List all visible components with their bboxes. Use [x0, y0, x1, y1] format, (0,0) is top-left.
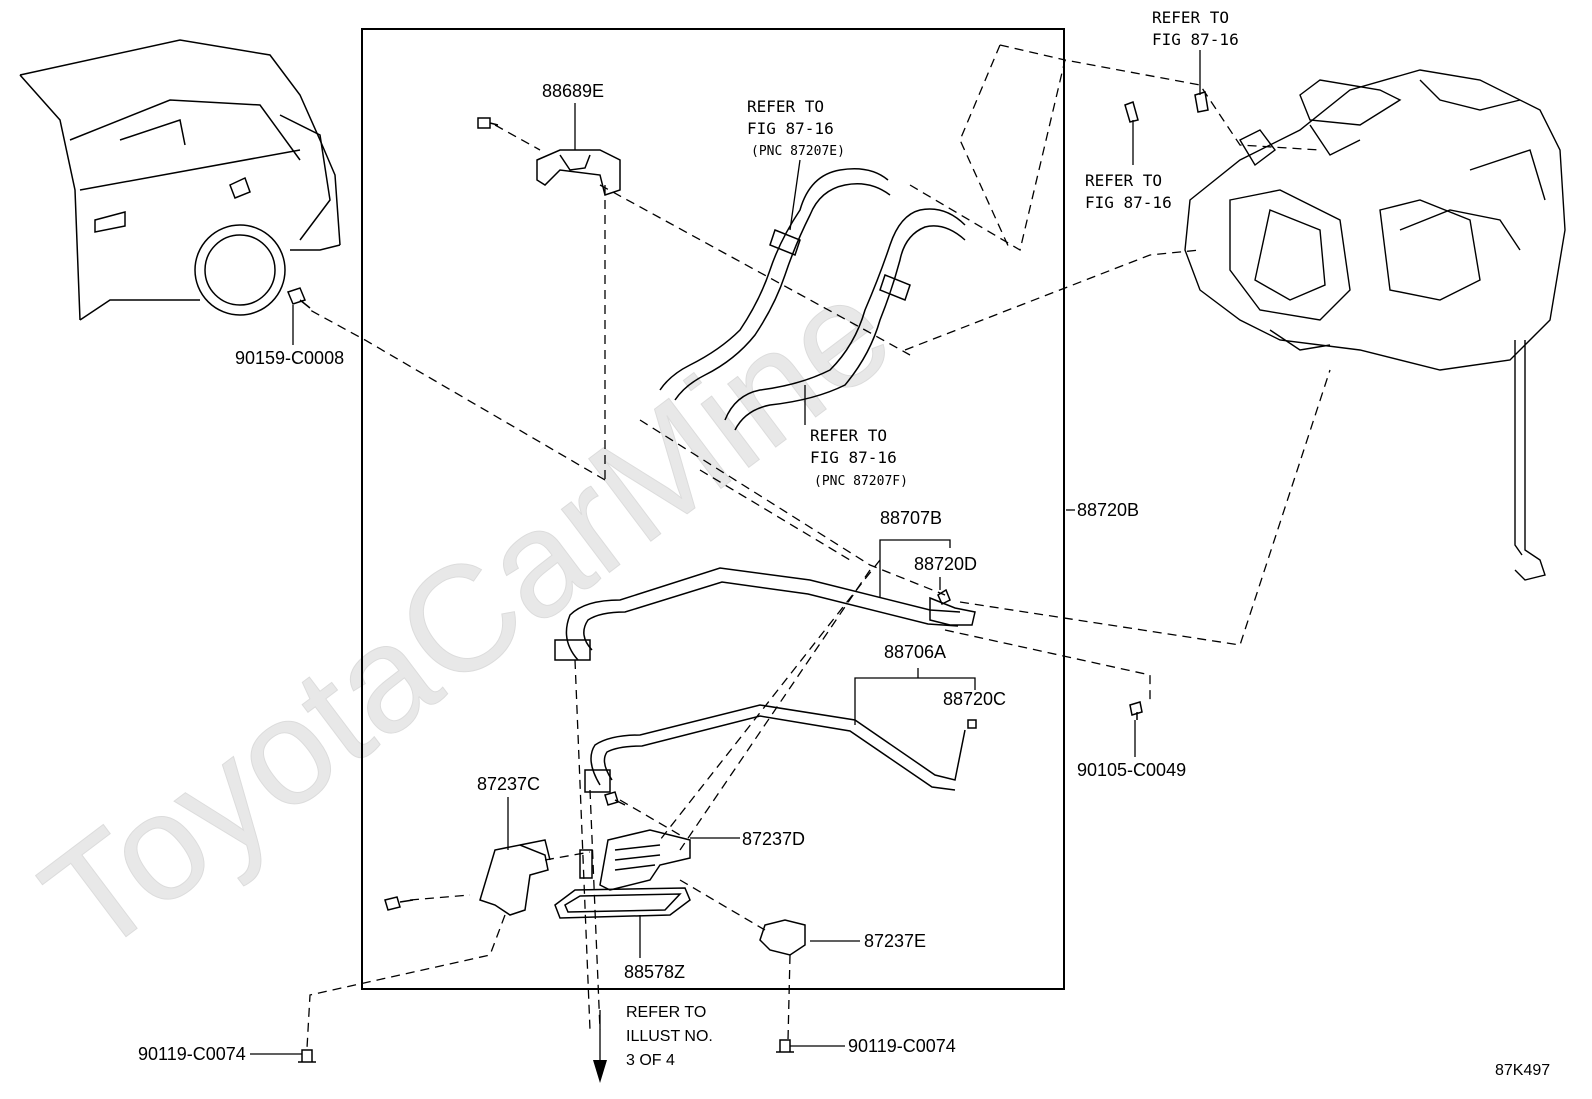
part-label-87237C[interactable]: 87237C [477, 774, 540, 794]
bracket-87237D [579, 829, 691, 891]
watermark: ToyotaCarMine [13, 244, 920, 985]
part-label-88707B[interactable]: 88707B [880, 508, 942, 528]
dashed-leaders [306, 44, 1331, 1049]
part-label-88720C[interactable]: 88720C [943, 689, 1006, 709]
pipe-88707B [554, 567, 976, 661]
solid-leaders [250, 50, 1201, 1080]
ref-note-hose-f[interactable]: REFER TO FIG 87-16 (PNC 87207F) [810, 426, 908, 489]
part-label-88689E[interactable]: 88689E [542, 81, 604, 101]
heater-unit-illustration [1184, 69, 1566, 581]
hose-87207F [724, 208, 966, 431]
main-frame [361, 28, 1065, 990]
ref-note-top-right-2[interactable]: REFER TO FIG 87-16 [1085, 171, 1172, 212]
part-label-90159-C0008[interactable]: 90159-C0008 [235, 348, 344, 368]
seal-88578Z [554, 887, 691, 919]
bracket-87237C [479, 839, 551, 916]
bolt-icons [286, 91, 1209, 1063]
part-label-90119-C0074-left[interactable]: 90119-C0074 [138, 1044, 246, 1064]
part-label-87237E[interactable]: 87237E [864, 931, 926, 951]
part-label-88578Z[interactable]: 88578Z [624, 962, 685, 982]
part-label-87237D[interactable]: 87237D [742, 829, 805, 849]
ref-note-hose-e[interactable]: REFER TO FIG 87-16 (PNC 87207E) [747, 97, 845, 159]
diagram-code: 87K497 [1495, 1062, 1550, 1079]
hose-87207E [659, 168, 891, 401]
bracket-88689E [536, 149, 621, 196]
ref-note-bottom[interactable]: REFER TO ILLUST NO. 3 OF 4 [626, 1004, 717, 1069]
part-label-88720D[interactable]: 88720D [914, 554, 977, 574]
vehicle-illustration [19, 39, 341, 321]
ref-note-top-right-1[interactable]: REFER TO FIG 87-16 [1152, 8, 1239, 49]
pipe-88706A [584, 704, 966, 793]
part-label-88720B[interactable]: 88720B [1077, 500, 1139, 520]
bracket-87237E [759, 919, 806, 956]
arrow-down-icon [593, 1060, 607, 1083]
part-label-88706A[interactable]: 88706A [884, 642, 946, 662]
part-label-90105-C0049[interactable]: 90105-C0049 [1077, 760, 1186, 780]
part-label-90119-C0074-right[interactable]: 90119-C0074 [848, 1036, 956, 1056]
